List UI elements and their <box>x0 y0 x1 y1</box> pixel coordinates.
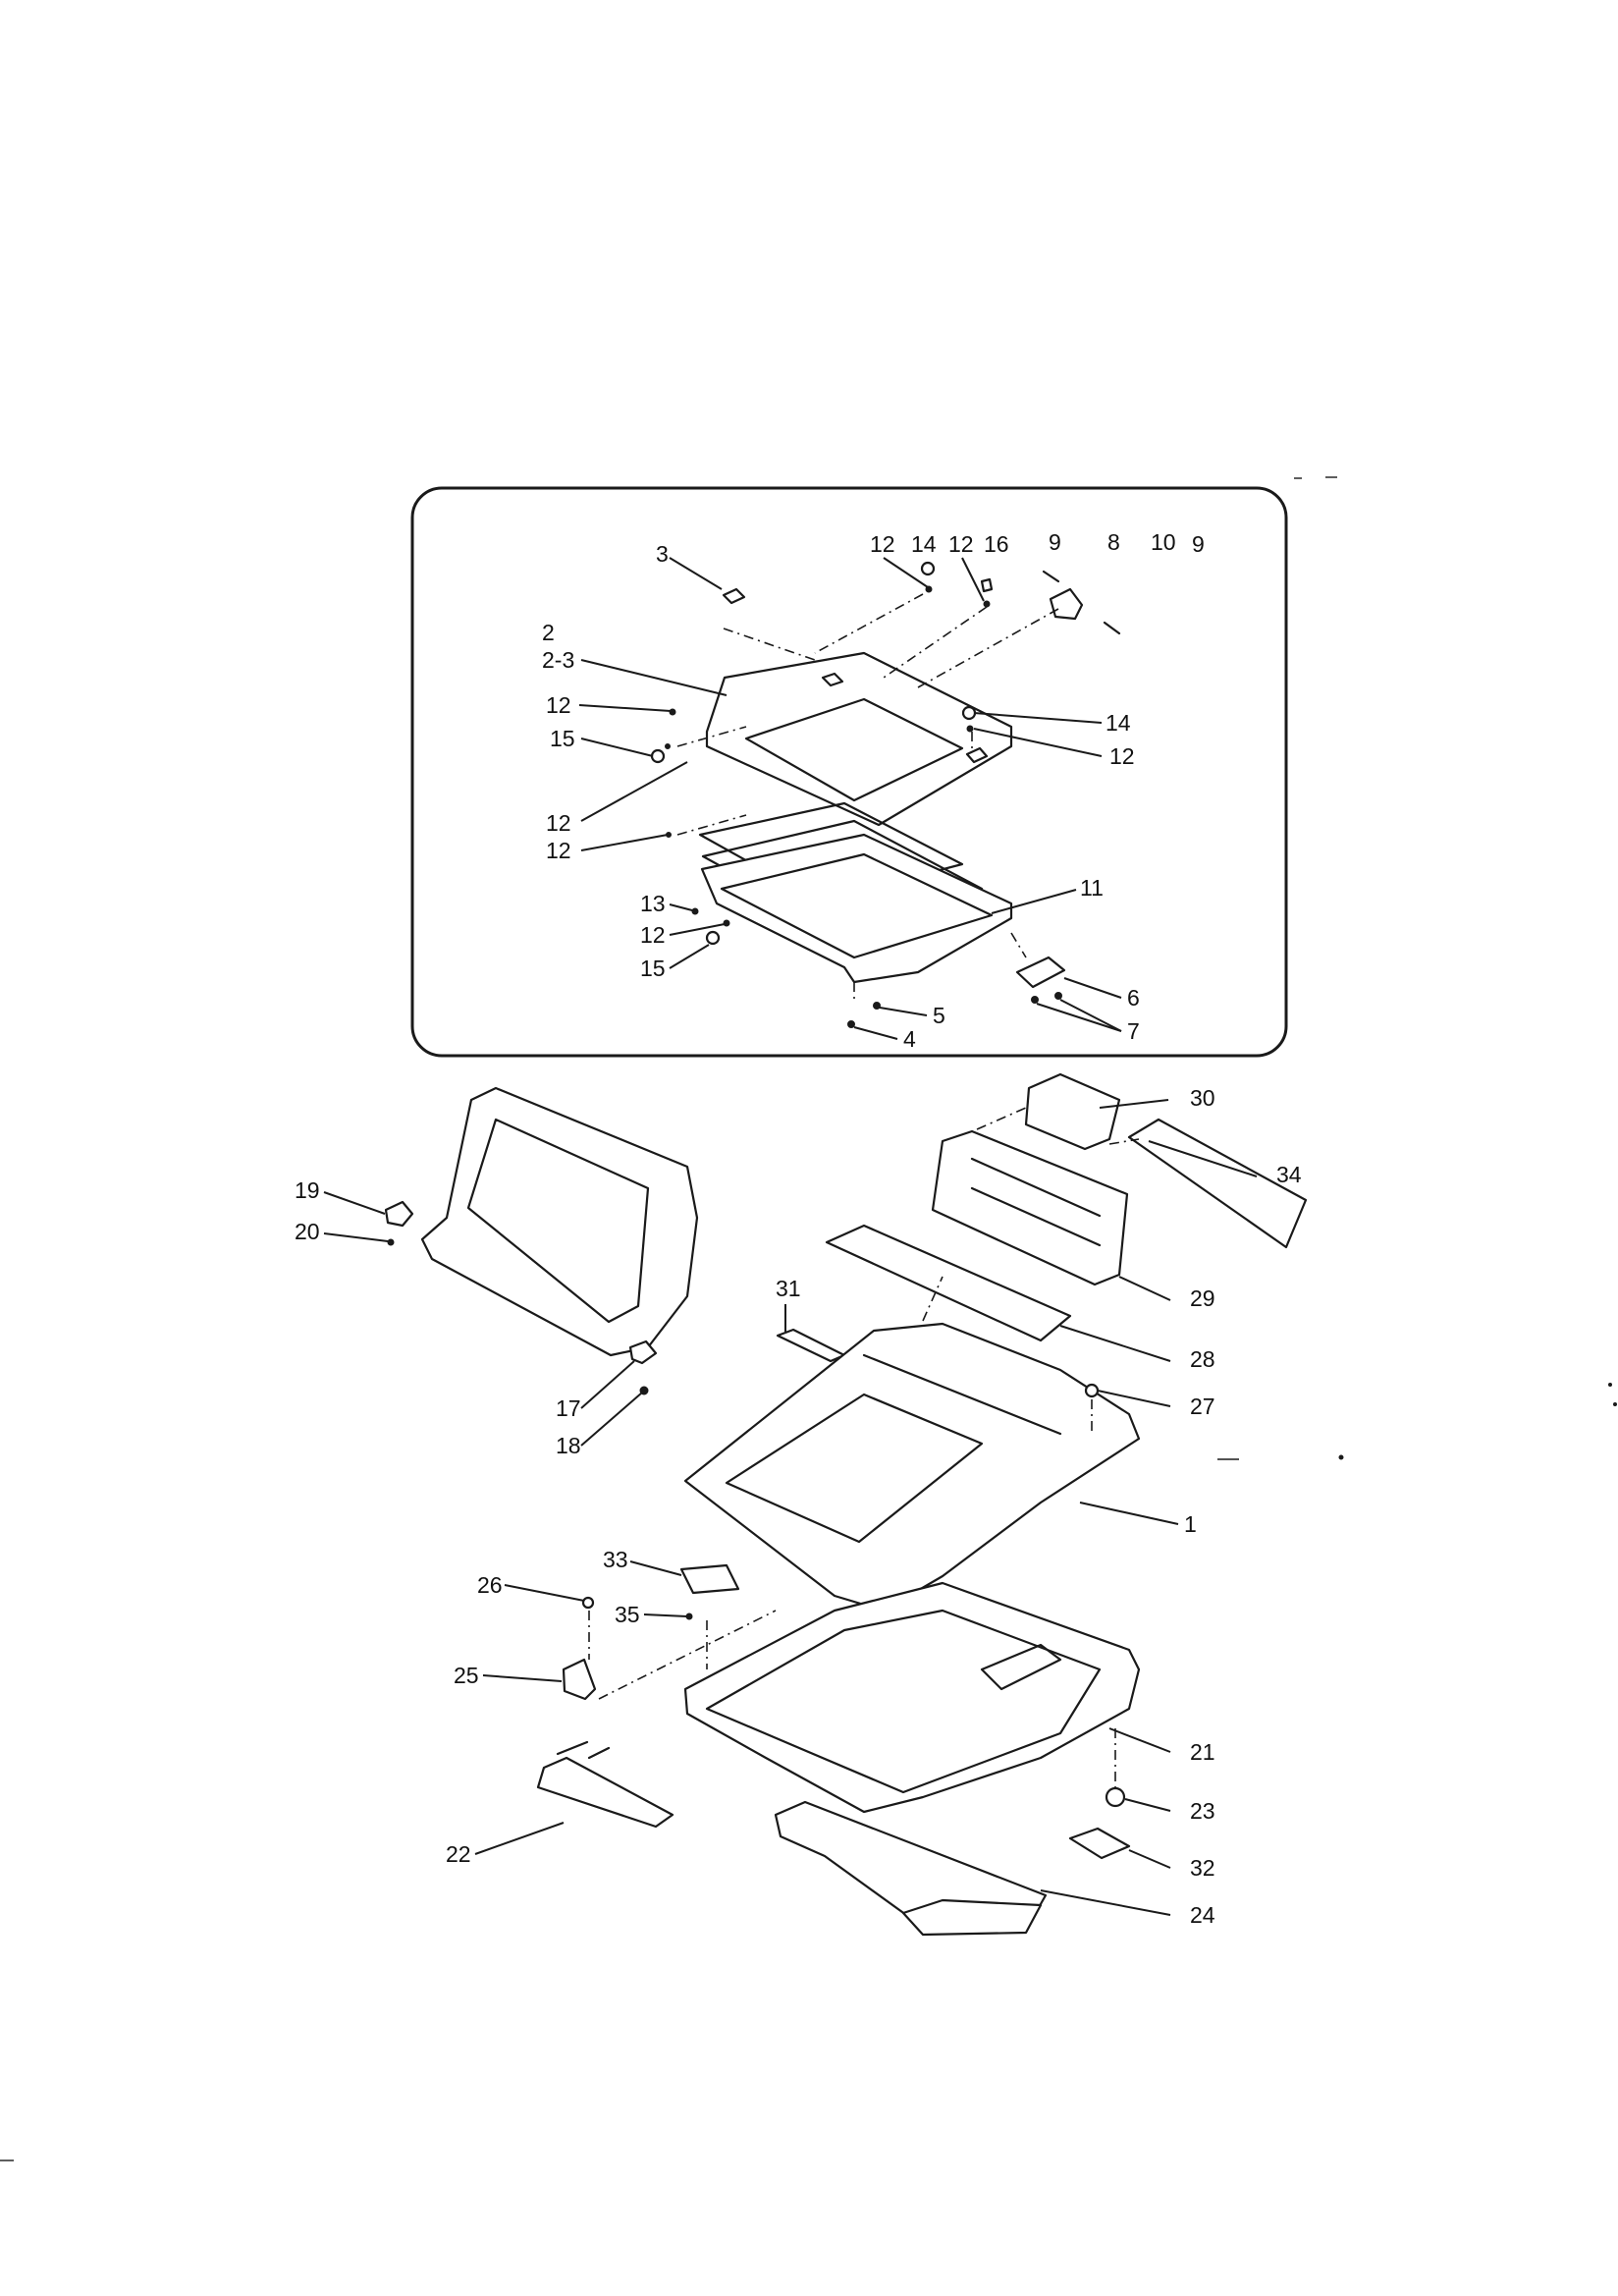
callout-label-l12e: 12 <box>546 810 571 836</box>
callout-label-l19: 19 <box>295 1177 320 1203</box>
callout-label-l12a: 12 <box>870 531 895 557</box>
callout-label-l1: 1 <box>1184 1511 1197 1537</box>
inset-frame <box>410 486 1288 1058</box>
callout-label-l30: 30 <box>1190 1085 1215 1111</box>
callout-label-l14a: 14 <box>911 531 937 557</box>
part-19 <box>384 1200 414 1228</box>
callout-label-l20: 20 <box>295 1219 320 1244</box>
part-11-base <box>700 833 1013 984</box>
callout-label-l11: 11 <box>1080 875 1104 901</box>
lid-cover <box>420 1086 699 1357</box>
callout-label-l17: 17 <box>556 1395 581 1421</box>
callout-label-l26: 26 <box>477 1572 503 1598</box>
callout-label-l12c: 12 <box>546 692 571 718</box>
part-1-housing <box>683 1322 1141 1613</box>
callout-label-l10: 10 <box>1151 529 1176 555</box>
callout-label-l12d: 12 <box>1109 743 1135 769</box>
callout-label-l27: 27 <box>1190 1394 1215 1419</box>
scanner-cover-assembly <box>650 561 1121 1028</box>
callout-label-l14b: 14 <box>1106 710 1131 736</box>
part-17 <box>628 1339 658 1365</box>
part-33 <box>679 1563 740 1595</box>
part-3 <box>722 587 746 605</box>
part-32 <box>1068 1827 1131 1860</box>
callout-label-l5: 5 <box>933 1003 945 1028</box>
callout-label-l7: 7 <box>1127 1018 1140 1044</box>
callout-label-l4: 4 <box>903 1026 916 1052</box>
screws-upper <box>650 561 1062 1028</box>
callout-label-l24: 24 <box>1190 1902 1215 1928</box>
callout-label-l34: 34 <box>1276 1162 1302 1187</box>
part-9b <box>1103 621 1121 635</box>
part-22 <box>536 1756 674 1829</box>
callout-label-l18: 18 <box>556 1433 581 1458</box>
part-25 <box>562 1658 597 1701</box>
leaders-lower <box>323 1099 1258 1916</box>
part-23 <box>1105 1786 1126 1808</box>
callout-label-l16: 16 <box>984 531 1009 557</box>
callout-label-l35: 35 <box>615 1602 640 1627</box>
callout-label-l13: 13 <box>640 891 666 916</box>
callout-label-l15a: 15 <box>550 726 575 751</box>
part-34 <box>1127 1118 1308 1249</box>
callout-label-l28: 28 <box>1190 1346 1215 1372</box>
callout-label-l31: 31 <box>776 1276 801 1301</box>
callout-label-l3: 3 <box>656 541 669 567</box>
callout-label-l9b: 9 <box>1192 531 1205 557</box>
callout-label-l6: 6 <box>1127 985 1140 1011</box>
callout-label-l9a: 9 <box>1049 529 1061 555</box>
leaders-upper <box>578 557 1122 1040</box>
callout-label-l22: 22 <box>446 1841 471 1867</box>
part-21-base <box>683 1581 1141 1814</box>
callout-label-l33: 33 <box>603 1547 628 1572</box>
part-29 <box>931 1129 1129 1286</box>
callout-label-l12b: 12 <box>948 531 974 557</box>
callout-label-l8: 8 <box>1107 529 1120 555</box>
part-28 <box>825 1224 1072 1342</box>
callout-label-l29: 29 <box>1190 1285 1215 1311</box>
part-9a <box>1042 570 1060 583</box>
callout-label-l25: 25 <box>454 1663 479 1688</box>
part-8-hinge <box>1049 587 1084 621</box>
callout-label-l23b: 23 <box>1190 1798 1215 1824</box>
callout-label-l21: 21 <box>1190 1739 1215 1765</box>
callout-label-l2: 2 <box>542 620 555 645</box>
callout-label-l23: 2-3 <box>542 647 574 673</box>
main-unit-assembly <box>384 1072 1308 1937</box>
callout-label-l15b: 15 <box>640 956 666 981</box>
callout-label-l12f: 12 <box>546 838 571 863</box>
part-6-bracket <box>1015 956 1066 989</box>
part-2-cover <box>705 651 1013 827</box>
part-30 <box>1024 1072 1121 1151</box>
callout-label-l12g: 12 <box>640 922 666 948</box>
part-31 <box>776 1328 846 1363</box>
callout-label-l32: 32 <box>1190 1855 1215 1881</box>
